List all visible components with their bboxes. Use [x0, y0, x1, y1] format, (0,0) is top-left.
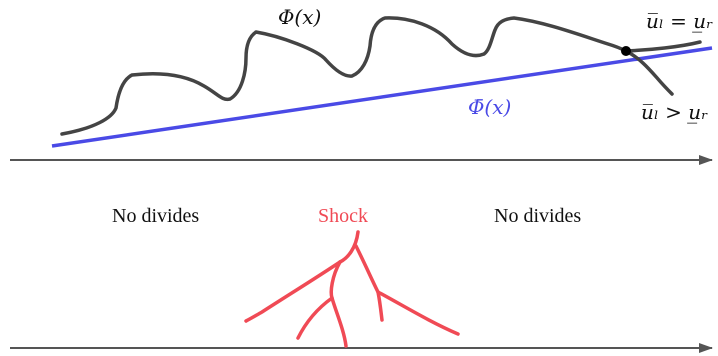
- shock-branch-right: [354, 244, 384, 322]
- ul-greater-ur-label: u̅ₗ > u̲ᵣ: [641, 100, 708, 124]
- shock-branch-far-right: [376, 290, 460, 336]
- no-divides-left-label: No divides: [112, 205, 199, 227]
- contact-point: [621, 46, 631, 56]
- ul-equals-ur-label: u̅ₗ = u̲ᵣ: [646, 9, 713, 33]
- phi-bar-label: Φ̄(x): [468, 95, 511, 119]
- shock-branch-lower-left: [296, 296, 334, 340]
- shock-branch-middle: [329, 260, 348, 348]
- phi-curve: [60, 16, 674, 136]
- envelope-line: [51, 46, 713, 148]
- shock-branch-left: [244, 260, 342, 323]
- no-divides-right-label: No divides: [494, 205, 581, 227]
- phi-curve-upper-branch: [624, 40, 702, 53]
- shock-tree: [244, 230, 460, 348]
- shock-trunk: [338, 230, 360, 264]
- phi-label: Φ(x): [278, 5, 321, 29]
- shock-label: Shock: [318, 205, 368, 227]
